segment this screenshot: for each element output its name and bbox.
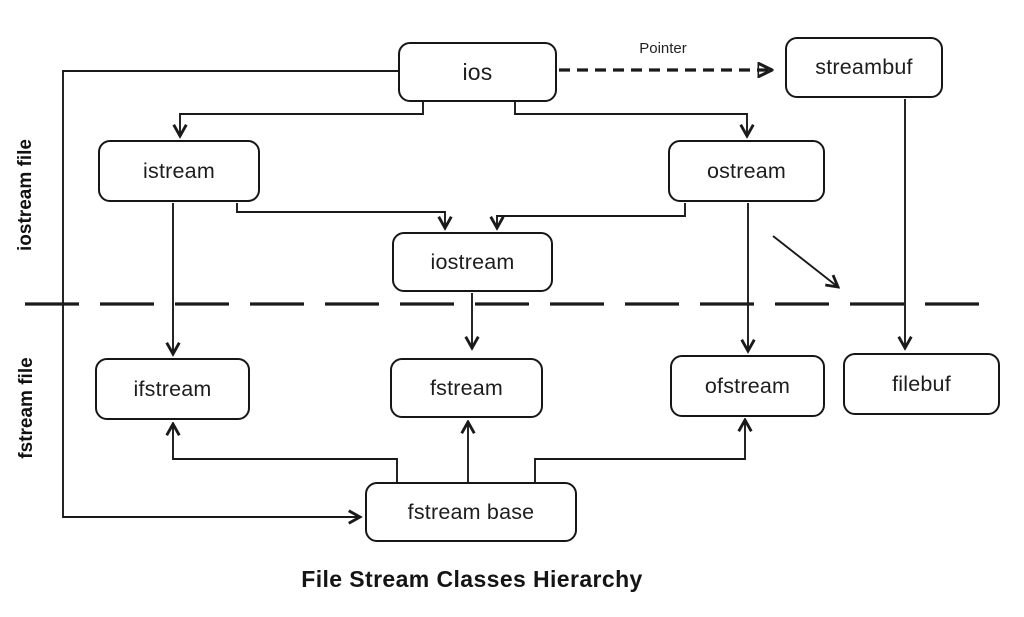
node-ofstream: ofstream	[670, 355, 825, 417]
node-ios-label: ios	[462, 58, 493, 85]
node-ifstream: ifstream	[95, 358, 250, 420]
arrow-fstream-base-to-ifstream	[173, 424, 398, 482]
node-filebuf-label: filebuf	[892, 371, 951, 396]
section-label-fstream-file: fstream file	[16, 357, 37, 459]
arrow-ostream-to-iostream	[497, 203, 686, 228]
node-fstream-base: fstream base	[365, 482, 577, 542]
node-fstream-base-label: fstream base	[407, 499, 535, 524]
node-streambuf: streambuf	[785, 37, 943, 98]
node-fstream: fstream	[390, 358, 543, 418]
node-ofstream-label: ofstream	[704, 373, 791, 398]
section-label-iostream-file: iostream file	[15, 139, 36, 251]
node-istream: istream	[98, 140, 260, 202]
node-streambuf-label: streambuf	[815, 55, 913, 79]
node-ifstream-label: ifstream	[133, 376, 212, 401]
node-ostream: ostream	[668, 140, 825, 202]
node-ostream-label: ostream	[706, 158, 787, 183]
pointer-arrow-label: Pointer	[639, 40, 687, 57]
node-ios: ios	[398, 42, 557, 102]
arrow-ios-to-istream	[180, 102, 424, 136]
arrow-istream-to-iostream	[236, 203, 445, 228]
node-fstream-label: fstream	[429, 375, 504, 400]
arrow-ios-to-fstream-base	[62, 70, 398, 517]
node-iostream: iostream	[392, 232, 553, 292]
diagram-title: File Stream Classes Hierarchy	[301, 566, 643, 592]
arrow-ostream-diagonal	[772, 235, 838, 287]
node-filebuf: filebuf	[843, 353, 1000, 415]
node-iostream-label: iostream	[430, 249, 515, 274]
node-istream-label: istream	[143, 158, 215, 183]
arrow-fstream-base-to-ofstream	[534, 420, 745, 482]
arrow-ios-to-ostream	[514, 102, 747, 136]
